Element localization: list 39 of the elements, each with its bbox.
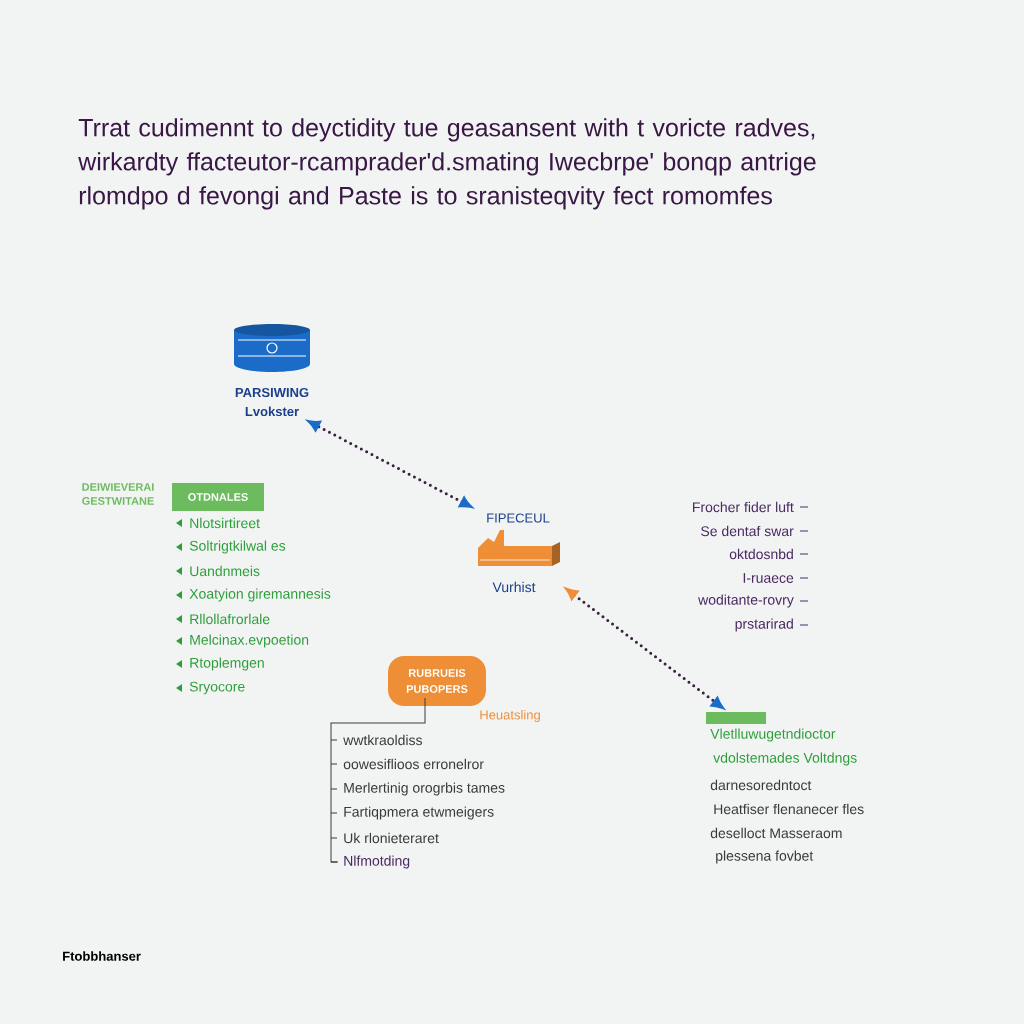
list-item: Vletlluwugetndioctor bbox=[710, 728, 836, 742]
list-item: vdolstemades Voltdngs bbox=[713, 752, 857, 766]
list-item: Nlotsirtireet bbox=[176, 517, 260, 529]
list-item: Nlfmotding bbox=[330, 855, 410, 869]
list-item: oowesiflioos erronelror bbox=[330, 758, 484, 770]
list-item: Uandnmeis bbox=[176, 565, 260, 577]
list-item: Uk rlonieteraret bbox=[330, 832, 439, 844]
factory-node: FIPECEUL Vurhist bbox=[478, 513, 560, 593]
list-item: Frocher fider luft bbox=[693, 501, 809, 513]
node-label: PARSIWING Lvokster bbox=[235, 387, 309, 417]
side-heading: DEIWIEVERAI GESTWITANE bbox=[82, 483, 154, 505]
list-item: prstarirad bbox=[735, 618, 809, 632]
label-box: OTDNALES bbox=[172, 483, 264, 511]
list-item: darnesoredntoct bbox=[710, 779, 812, 791]
title-text: Trrat cudimennt to deyctidity tue geasansent with t voricte radves, wirkardty ffacteutor-rcamprader'd.smating Iwecbrpe' bonqp antrige rlomdpo d fevongi and Paste is to sranisteqvity fect romomfes bbox=[78, 118, 816, 210]
footer-text: Ftobbhanser bbox=[63, 951, 141, 961]
list-item: Sryocore bbox=[176, 681, 245, 695]
list-item: Rllollafrorlale bbox=[176, 613, 270, 625]
node-label: Vurhist bbox=[492, 581, 536, 593]
node-label: FIPECEUL bbox=[487, 513, 550, 523]
bar bbox=[706, 712, 766, 724]
list-item: Soltrigtkilwal es bbox=[176, 540, 286, 554]
list-item: Fartiqpmera etwmeigers bbox=[330, 806, 494, 820]
side-label: Heuatsling bbox=[480, 709, 540, 723]
list-item: Melcinax.evpoetion bbox=[176, 634, 309, 648]
list-item: Heatfiser flenanecer fles bbox=[714, 803, 864, 815]
list-item: deselloct Masseraom bbox=[710, 827, 842, 839]
list-item: Rtoplemgen bbox=[176, 657, 264, 671]
list-item: Merlertinig orogrbis tames bbox=[330, 782, 505, 796]
list-item: woditante-rovry bbox=[698, 594, 809, 608]
database-node: PARSIWING Lvokster bbox=[234, 324, 310, 417]
list-item: I-ruaece bbox=[743, 573, 809, 583]
arrow bbox=[565, 587, 724, 709]
list-item: Xoatyion giremannesis bbox=[176, 588, 331, 602]
list-item: plessena fovbet bbox=[716, 850, 814, 864]
list-item: wwtkraoldiss bbox=[330, 734, 423, 746]
list-item: Se dentaf swar bbox=[701, 525, 809, 537]
list-item: oktdosnbd bbox=[729, 548, 809, 560]
rounded-box: RUBRUEIS PUBOPERS bbox=[388, 656, 486, 706]
